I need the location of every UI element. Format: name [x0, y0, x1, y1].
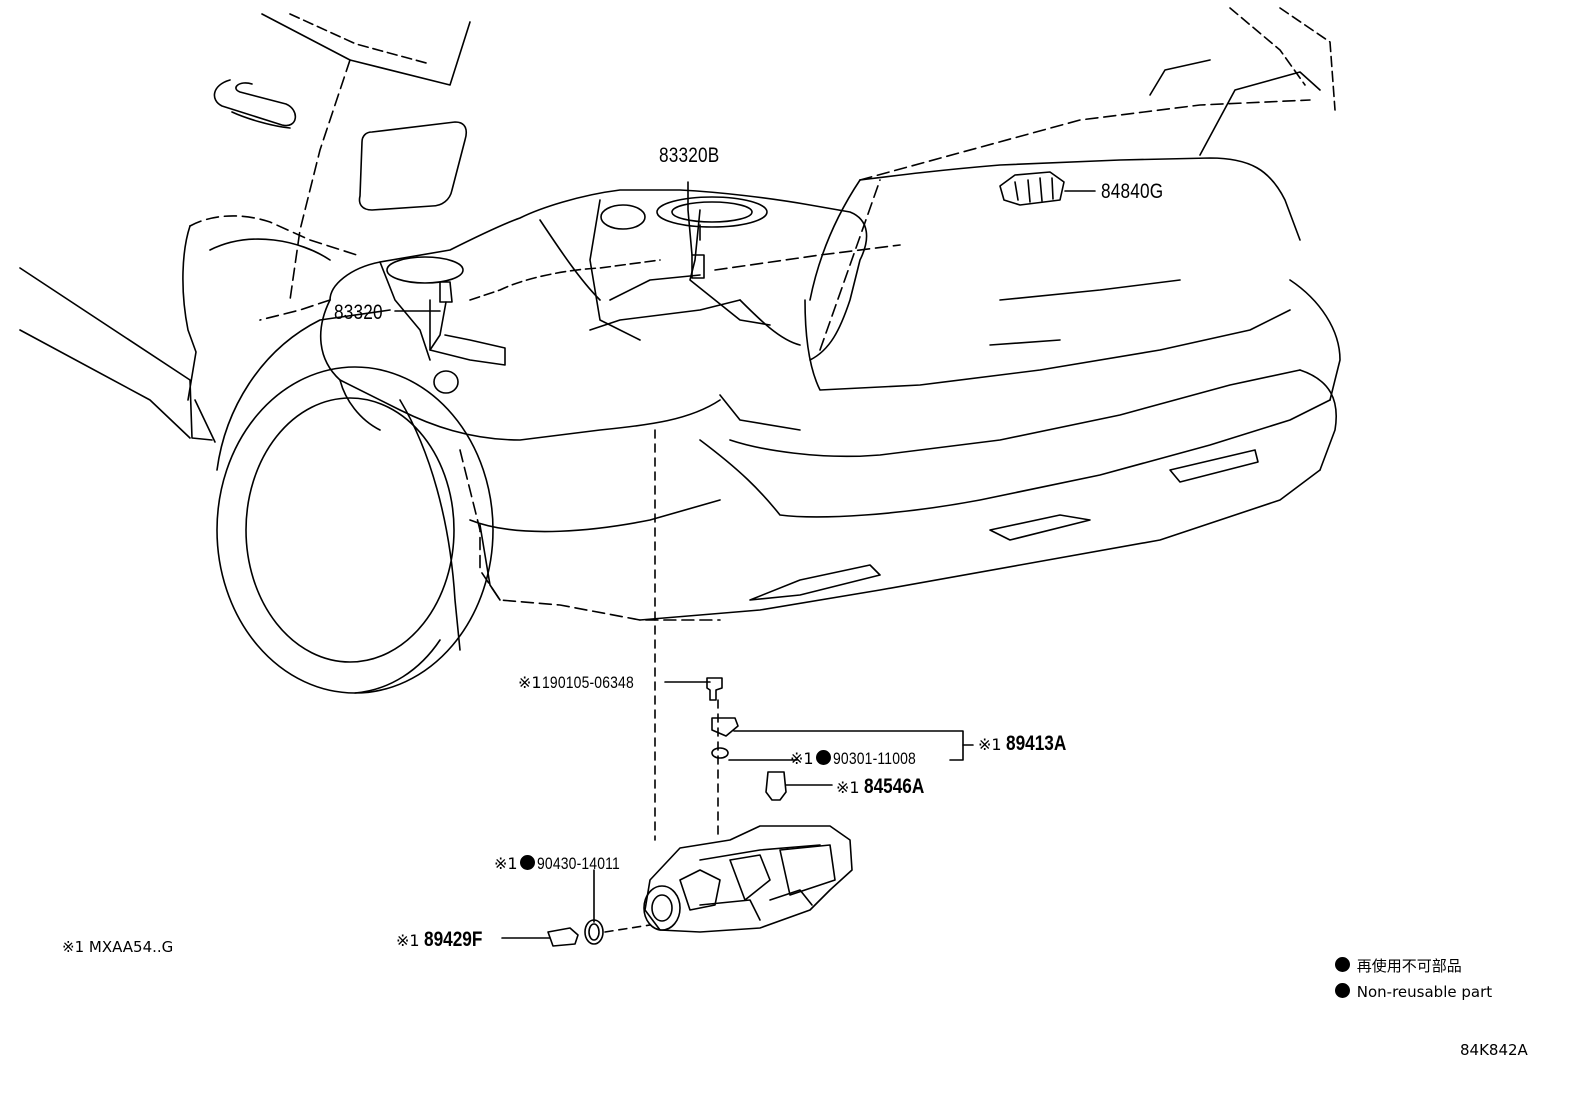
ref-mark: ※1: [494, 854, 518, 873]
non-reusable-dot: [519, 855, 535, 870]
legend-text-en: Non-reusable part: [1356, 983, 1493, 1001]
camera-part-84840g: [999, 171, 1065, 206]
ref-mark: ※1: [978, 735, 1002, 754]
ref-mark: ※1: [518, 673, 542, 692]
part-number: 190105-06348: [541, 673, 634, 692]
non-reusable-dot: [815, 750, 831, 765]
legend-text-ja: 再使用不可部品: [1356, 957, 1462, 975]
part-label-190105-06348[interactable]: ※1190105-06348: [518, 674, 654, 692]
part-label-89429f[interactable]: ※1 89429F: [396, 929, 495, 950]
ref-mark: ※1: [836, 778, 860, 797]
legend-dot: [1335, 983, 1350, 998]
part-label-90430-14011[interactable]: ※1 90430-14011: [494, 855, 638, 873]
part-label-83320[interactable]: 83320: [334, 301, 383, 324]
ref-mark: ※1: [396, 931, 420, 950]
part-number: 90301-11008: [832, 749, 916, 768]
part-number: 84546A: [863, 775, 924, 798]
small-parts: [547, 677, 787, 947]
part-number: 89413A: [1005, 732, 1066, 755]
compressor-body: [643, 825, 853, 933]
ref-mark: ※1: [790, 749, 814, 768]
vehicle-body-outline: [19, 7, 1341, 694]
part-number: 90430-14011: [536, 854, 620, 873]
part-label-83320b[interactable]: 83320B: [659, 144, 720, 167]
leader-lines: [394, 181, 1096, 939]
model-note: ※1 MXAA54..G: [62, 938, 174, 956]
figure-id: 84K842A: [1460, 1041, 1528, 1059]
part-label-90301-11008[interactable]: ※1 90301-11008: [790, 750, 934, 768]
part-label-89413a[interactable]: ※1 89413A: [978, 733, 1079, 754]
fuel-tank-outline: [259, 189, 868, 441]
legend-japanese: 再使用不可部品: [1333, 957, 1462, 974]
legend-dot: [1335, 957, 1350, 972]
legend-english: Non-reusable part: [1333, 983, 1492, 1000]
part-number: 89429F: [423, 928, 483, 951]
assembly-lines: [604, 429, 719, 933]
part-label-84840g[interactable]: 84840G: [1101, 180, 1164, 203]
part-label-84546a[interactable]: ※1 84546A: [836, 776, 937, 797]
